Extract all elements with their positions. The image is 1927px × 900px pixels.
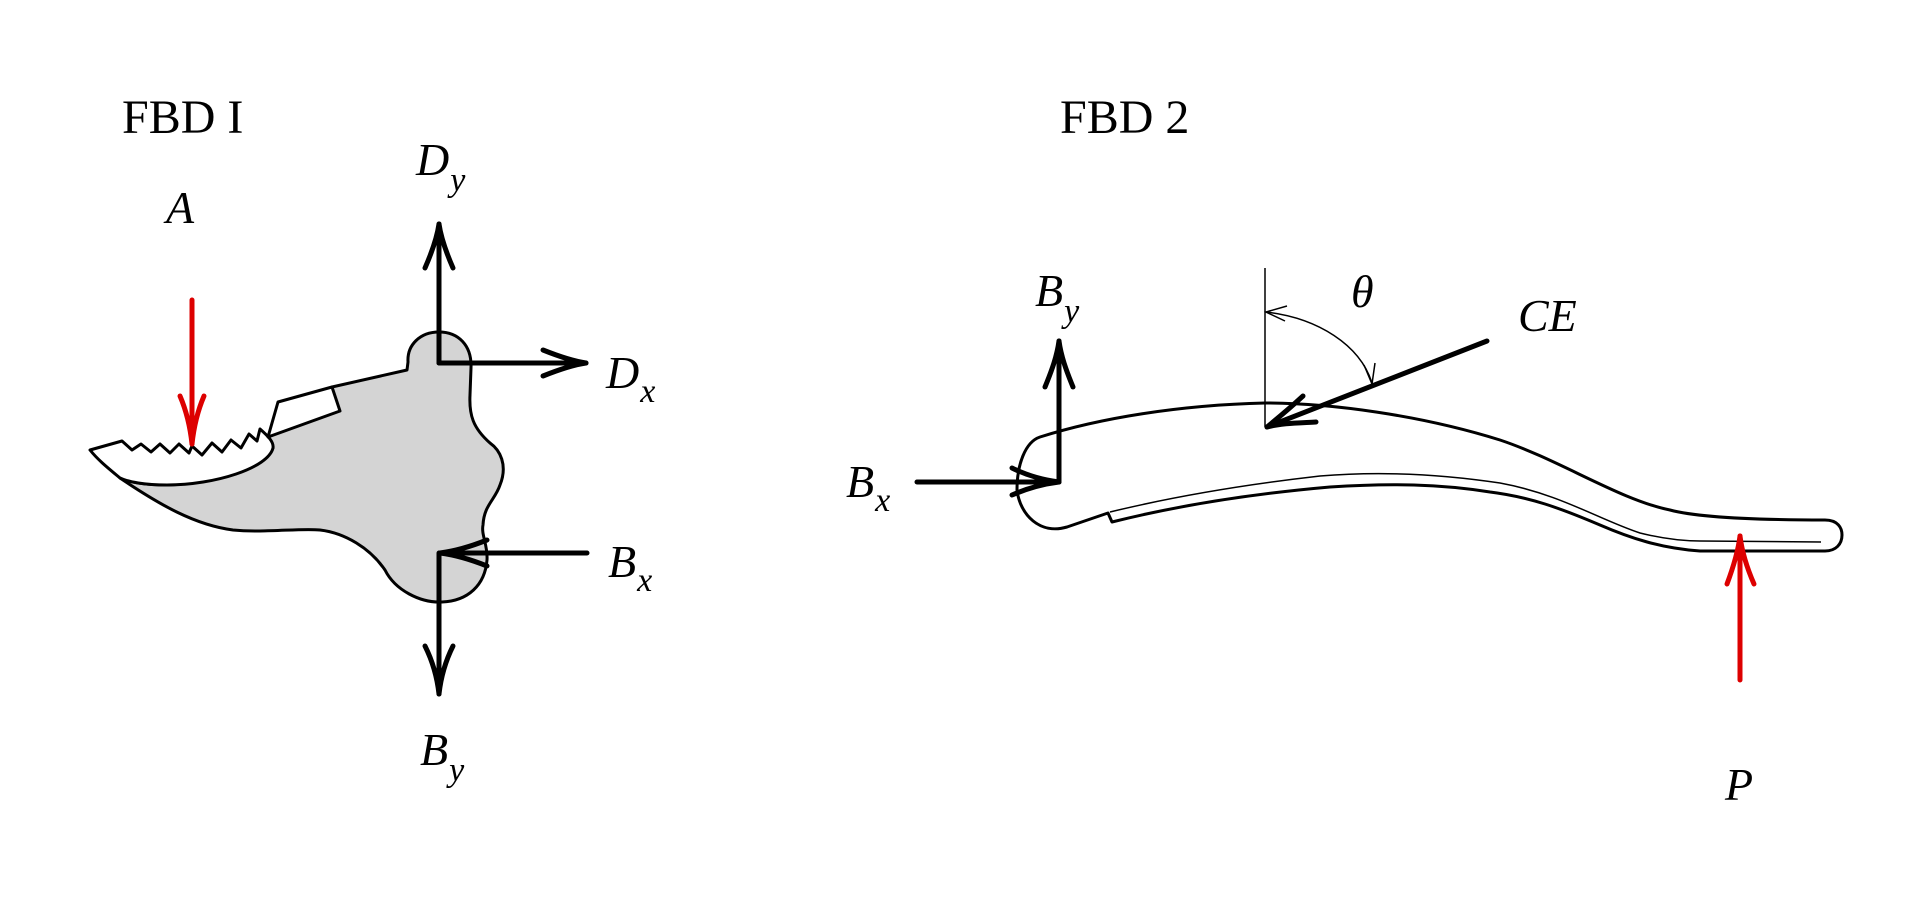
fbd1-pawl-tab: [266, 385, 342, 439]
fbd1-dx-arrow: [436, 347, 589, 379]
fbd2-bx-label: Bx: [846, 456, 890, 519]
fbd2-handle-body: [1015, 401, 1844, 553]
fbd2-title: FBD 2: [1060, 91, 1189, 144]
fbd2-theta-label: θ: [1351, 266, 1374, 317]
fbd1-dx-label: Dx: [605, 347, 655, 410]
fbd2-ce-arrow: [1264, 338, 1490, 430]
fbd1-bx-label: Bx: [608, 536, 652, 599]
fbd2-by-arrow: [1042, 338, 1076, 485]
fbd2-angle-arc: [1263, 305, 1376, 387]
fbd1-dy-arrow: [422, 221, 456, 366]
fbd1-point-a-label: A: [163, 182, 195, 233]
fbd2-group: FBD 2: [846, 91, 1844, 810]
fbd2-by-label: By: [1035, 265, 1080, 330]
fbd1-jaw-teeth: [88, 427, 275, 487]
fbd2-applied-force-p-arrow: [1724, 533, 1757, 683]
fbd2-bx-arrow: [914, 465, 1062, 498]
fbd1-by-arrow: [422, 550, 456, 697]
fbd1-by-label: By: [420, 724, 465, 789]
fbd2-handle-inner-edge: [1109, 472, 1822, 543]
fbd1-dy-label: Dy: [415, 134, 466, 199]
fbd1-group: FBD I A: [88, 91, 655, 789]
fbd2-ce-label: CE: [1518, 290, 1577, 341]
fbd1-applied-force-arrow: [177, 297, 207, 447]
fbd2-p-label: P: [1724, 759, 1753, 810]
fbd1-title: FBD I: [122, 91, 243, 144]
